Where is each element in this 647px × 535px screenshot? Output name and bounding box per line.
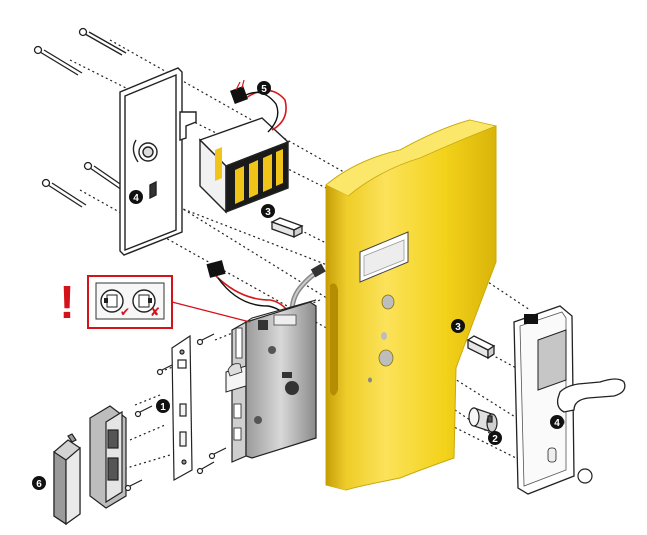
mortise-lock-body [225, 299, 317, 463]
strike-plate [89, 405, 153, 509]
svg-text:1: 1 [160, 402, 166, 413]
callout-4-left: 4 [129, 190, 143, 204]
callout-5: 5 [257, 81, 271, 95]
face-plate [171, 334, 193, 482]
door-slab [325, 119, 498, 491]
orientation-icon-wrong: ✘ [132, 289, 160, 319]
callout-4-right: 4 [550, 415, 564, 429]
key-cylinder [468, 407, 498, 433]
battery-pack [198, 79, 290, 214]
spindle-lower [466, 335, 496, 360]
orientation-inset: ✔ ✘ [87, 275, 251, 329]
screw-top-1 [33, 45, 83, 76]
svg-text:3: 3 [265, 207, 271, 218]
faceplate-screws [156, 333, 227, 475]
strike-box [53, 433, 81, 526]
svg-text:4: 4 [554, 418, 560, 429]
spindle-upper [270, 217, 304, 239]
inset-pointer-line [171, 301, 251, 323]
orientation-icon-correct: ✔ [100, 289, 130, 319]
callout-6: 6 [32, 476, 46, 490]
callout-3-upper: 3 [261, 204, 275, 218]
callout-1: 1 [156, 399, 170, 413]
check-mark-icon: ✔ [120, 305, 130, 319]
svg-text:3: 3 [455, 322, 461, 333]
svg-text:2: 2 [492, 434, 498, 445]
inside-escutcheon-plate [119, 67, 197, 256]
svg-text:4: 4 [133, 193, 139, 204]
svg-text:6: 6 [36, 479, 42, 490]
callout-2: 2 [488, 431, 502, 445]
cross-mark-icon: ✘ [150, 305, 160, 319]
outside-escutcheon-panel [513, 305, 626, 495]
mounting-screws [33, 27, 127, 208]
warning-exclamation-icon: ! [59, 276, 74, 328]
callout-3-right: 3 [451, 319, 465, 333]
screw-mid-1 [41, 178, 87, 208]
svg-text:5: 5 [261, 84, 267, 95]
screw-top-2 [78, 27, 127, 56]
